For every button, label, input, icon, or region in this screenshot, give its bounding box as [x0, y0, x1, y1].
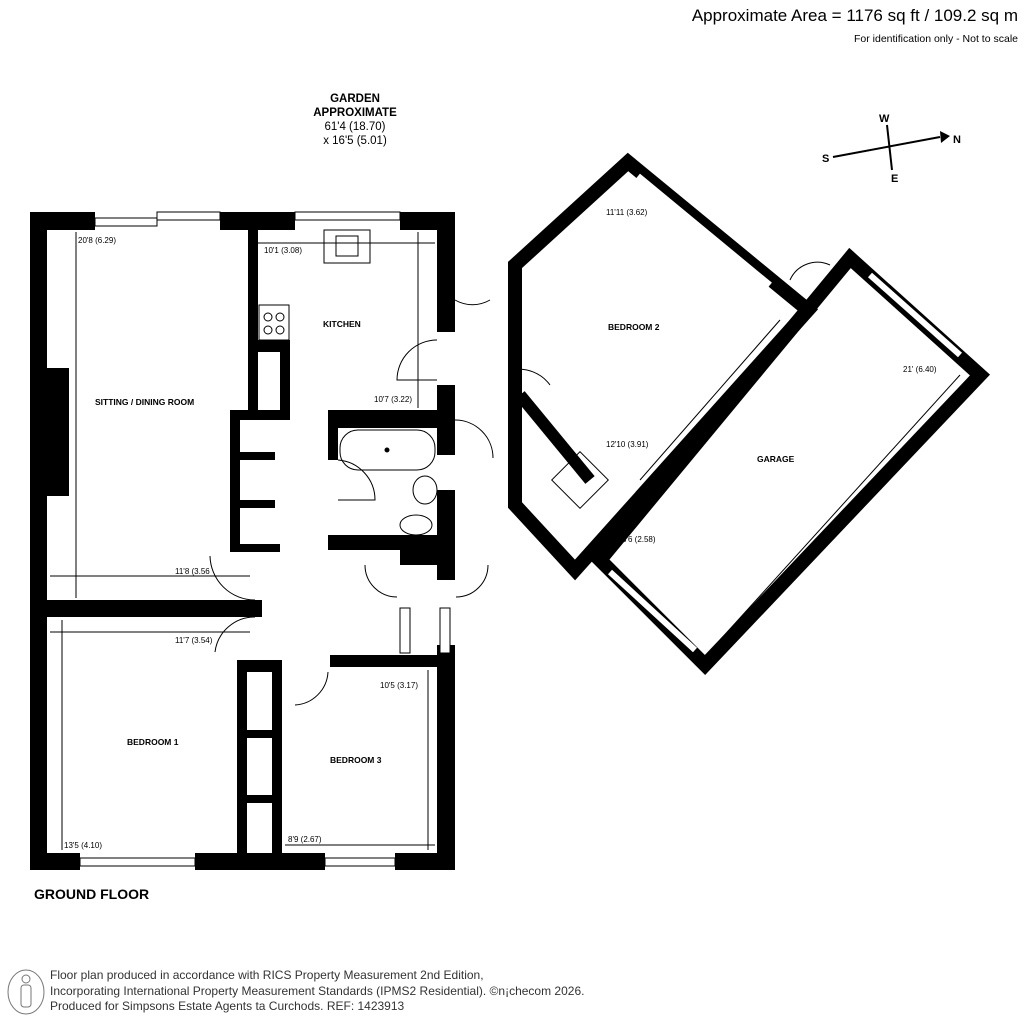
compass-s: S: [822, 153, 829, 165]
dim-sitting-height: 20'8 (6.29): [78, 236, 116, 245]
dim-sitting-width: 11'8 (3.56: [175, 567, 210, 576]
footer-line-2: Incorporating International Property Mea…: [50, 983, 585, 998]
room-kitchen: KITCHEN: [323, 319, 361, 329]
dim-bed2-height: 12'10 (3.91): [606, 440, 649, 449]
floor-label: GROUND FLOOR: [34, 886, 150, 902]
dim-bed1-width: 11'7 (3.54): [175, 636, 213, 645]
dim-kitchen-height: 10'7 (3.22): [374, 395, 412, 404]
doors: [209, 299, 551, 706]
approximate-area: Approximate Area = 1176 sq ft / 109.2 sq…: [691, 6, 1018, 25]
compass-e: E: [891, 173, 898, 185]
bedroom2-walls: [508, 152, 819, 581]
garage-walls: [590, 247, 991, 676]
main-walls: [30, 212, 455, 870]
dim-bed2-width: 11'11 (3.62): [606, 208, 648, 217]
dim-garage-width: 8'6 (2.58): [622, 535, 656, 544]
garden-label: GARDEN APPROXIMATE 61'4 (18.70) x 16'5 (…: [300, 92, 410, 148]
basin-icon: [412, 475, 438, 505]
dim-kitchen-width: 10'1 (3.08): [264, 246, 302, 255]
dim-garage-length: 21' (6.40): [903, 365, 937, 374]
sink-icon: [323, 229, 371, 264]
windows: [79, 211, 451, 867]
person-icon: [7, 969, 45, 1015]
hob-icon: [258, 304, 290, 341]
room-bedroom1: BEDROOM 1: [127, 737, 179, 747]
compass-n: N: [953, 134, 961, 146]
toilet-icon: [399, 514, 433, 536]
room-bedroom3: BEDROOM 3: [330, 755, 382, 765]
dimension-lines: [50, 232, 961, 850]
garden-dim-1: 61'4 (18.70): [324, 121, 386, 133]
bath-icon: [339, 429, 436, 471]
compass-icon: W N S E: [822, 113, 961, 185]
garden-dim-2: x 16'5 (5.01): [323, 135, 387, 147]
room-garage: GARAGE: [757, 454, 795, 464]
room-sitting-dining: SITTING / DINING ROOM: [95, 397, 194, 407]
dim-bed1-height: 13'5 (4.10): [64, 841, 102, 850]
scale-note: For identification only - Not to scale: [854, 33, 1018, 45]
dim-bed3-height: 10'5 (3.17): [380, 681, 418, 690]
footer-credits: Floor plan produced in accordance with R…: [50, 968, 584, 1015]
garden-title: GARDEN: [330, 93, 380, 105]
footer-line-3: Produced for Simpsons Estate Agents ta C…: [50, 999, 405, 1013]
room-bedroom2: BEDROOM 2: [608, 322, 660, 332]
footer-line-1: Floor plan produced in accordance with R…: [50, 968, 484, 982]
garden-approximate: APPROXIMATE: [313, 107, 397, 119]
dim-bed3-width: 8'9 (2.67): [288, 835, 322, 844]
compass-w: W: [879, 113, 890, 125]
